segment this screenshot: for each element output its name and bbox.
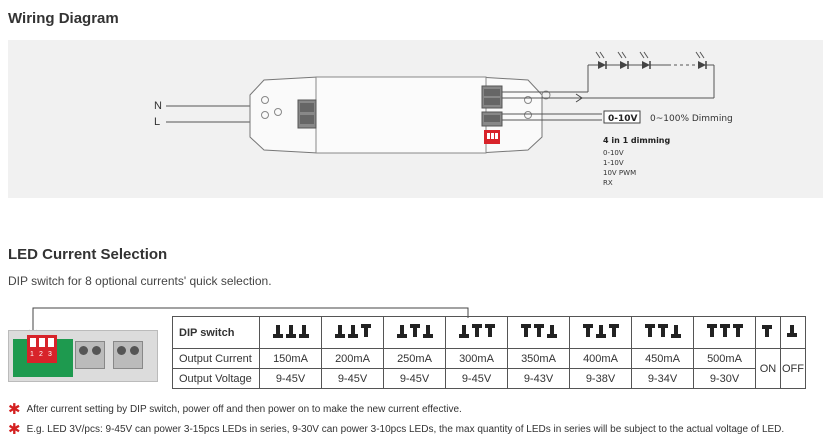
switch-on-icon [719, 324, 730, 337]
switch-on-icon [732, 324, 743, 337]
output-voltage-cell: 9-38V [569, 368, 632, 389]
output-current-cell: 200mA [321, 348, 384, 369]
dip-header-label: DIP switch [172, 316, 260, 349]
off-label: OFF [780, 348, 806, 389]
dip-config [321, 316, 384, 349]
note-text: E.g. LED 3V/pcs: 9-45V can power 3-15pcs… [26, 424, 785, 435]
led-string [595, 51, 707, 69]
switch-on-icon [644, 324, 655, 337]
output-voltage-cell: 9-45V [445, 368, 508, 389]
dip-config [259, 316, 322, 349]
dip-config [631, 316, 694, 349]
dim-box-label: 0-10V [608, 114, 638, 124]
dim-box [603, 110, 641, 124]
output-voltage-cell: 9-45V [383, 368, 446, 389]
pcb-closeup: 1 2 3 [8, 330, 158, 382]
switch-off-icon [546, 325, 557, 338]
asterisk-icon: ✱ [8, 400, 21, 418]
switch-off-icon [285, 325, 296, 338]
dip-config [693, 316, 756, 349]
dip-config [569, 316, 632, 349]
dip-switch-symbol [272, 325, 309, 338]
switch-off-icon [396, 325, 407, 338]
switch-on-icon [520, 324, 531, 337]
dip-config [445, 316, 508, 349]
dip-switch-symbol [458, 324, 495, 338]
switch-on-icon [484, 324, 495, 337]
switch-off-icon [458, 325, 469, 338]
output-current-cell: 450mA [631, 348, 694, 369]
dip-switch-symbol [334, 324, 371, 338]
dip-config [507, 316, 570, 349]
switch-on-icon [706, 324, 717, 337]
dip-number: 3 [48, 351, 52, 358]
dip-on-symbol [755, 316, 781, 349]
wiring-diagram-title: Wiring Diagram [8, 10, 119, 27]
output-voltage-cell: 9-34V [631, 368, 694, 389]
output-voltage-label: Output Voltage [172, 368, 260, 389]
switch-off-icon [422, 325, 433, 338]
output-voltage-cell: 9-43V [507, 368, 570, 389]
dip-number: 1 [30, 351, 34, 358]
dip-switch-symbol [396, 324, 433, 338]
dip-config [383, 316, 446, 349]
dim-range-label: 0~100% Dimming [650, 114, 733, 124]
dip-switch-symbol [582, 324, 619, 338]
switch-off-icon [595, 325, 606, 338]
output-voltage-cell: 9-45V [259, 368, 322, 389]
output-current-cell: 400mA [569, 348, 632, 369]
dim-mode: 0-10V [603, 149, 624, 157]
output-current-label: Output Current [172, 348, 260, 369]
note-2: ✱ E.g. LED 3V/pcs: 9-45V can power 3-15p… [8, 420, 785, 438]
switch-on-icon [360, 324, 371, 337]
wiring-diagram: N L [154, 51, 733, 187]
input-l-label: L [154, 116, 160, 128]
note-text: After current setting by DIP switch, pow… [26, 404, 462, 415]
output-current-cell: 350mA [507, 348, 570, 369]
output-current-cell: 300mA [445, 348, 508, 369]
wiring-diagram-panel: N L [8, 40, 823, 198]
dip-switch-symbol [520, 324, 557, 338]
on-label: ON [755, 348, 781, 389]
led-current-title: LED Current Selection [8, 246, 168, 263]
dip-number: 2 [39, 351, 43, 358]
dip-switch-symbol [644, 324, 681, 338]
dip-switch-table: DIP switch Output Current 150mA 200mA 25… [172, 316, 806, 389]
switch-off-icon [334, 325, 345, 338]
switch-off-icon [670, 325, 681, 338]
switch-on-icon [657, 324, 668, 337]
switch-off-icon [272, 325, 283, 338]
output-voltage-cell: 9-30V [693, 368, 756, 389]
switch-on-icon [608, 324, 619, 337]
dim-mode: 10V PWM [603, 169, 636, 177]
dim-mode: 1-10V [603, 159, 624, 167]
switch-off-icon [347, 325, 358, 338]
dip-switch-symbol [706, 324, 743, 337]
dim-title: 4 in 1 dimming [603, 136, 671, 145]
dim-mode: RX [603, 179, 613, 187]
switch-on-icon [409, 324, 420, 337]
switch-on-icon [582, 324, 593, 337]
output-current-cell: 150mA [259, 348, 322, 369]
switch-on-icon [471, 324, 482, 337]
input-n-label: N [154, 100, 162, 112]
switch-on-icon [533, 324, 544, 337]
driver-body [249, 76, 551, 154]
led-current-description: DIP switch for 8 optional currents' quic… [8, 274, 272, 288]
output-current-cell: 250mA [383, 348, 446, 369]
asterisk-icon: ✱ [8, 420, 21, 438]
output-voltage-cell: 9-45V [321, 368, 384, 389]
dip-off-symbol [780, 316, 806, 349]
output-current-cell: 500mA [693, 348, 756, 369]
switch-off-icon [298, 325, 309, 338]
note-1: ✱ After current setting by DIP switch, p… [8, 400, 462, 418]
dip-switch-closeup: 1 2 3 [27, 335, 57, 363]
